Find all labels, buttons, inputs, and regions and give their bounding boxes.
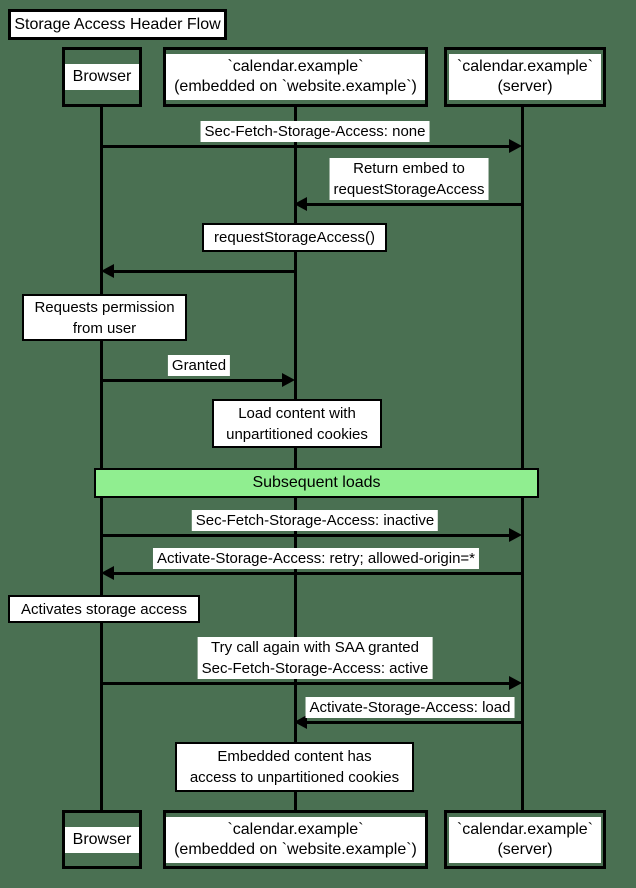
message-arrow-3 xyxy=(112,270,295,273)
participant-label-line: (server) xyxy=(497,78,553,95)
arrowhead-right-icon xyxy=(509,528,522,542)
message-label-line: Sec-Fetch-Storage-Access: active xyxy=(201,660,429,677)
note-line: requestStorageAccess() xyxy=(214,229,375,246)
participant-label-server: `calendar.example` (server) xyxy=(448,816,602,863)
message-arrow-8 xyxy=(307,721,522,724)
note-line: unpartitioned cookies xyxy=(226,425,368,443)
note-requests-permission: Requests permission from user xyxy=(22,294,187,341)
message-label-6: Activate-Storage-Access: retry; allowed-… xyxy=(152,548,480,569)
note-embedded-content: Embedded content has access to unpartiti… xyxy=(175,742,414,792)
participant-label-line: `calendar.example` xyxy=(227,58,364,75)
arrowhead-right-icon xyxy=(509,676,522,690)
note-activates-storage-access: Activates storage access xyxy=(8,595,200,623)
message-label-line: Granted xyxy=(171,357,227,374)
arrowhead-left-icon xyxy=(294,715,307,729)
participant-label-line: (embedded on `website.example`) xyxy=(174,840,417,858)
participant-box-embed-top: `calendar.example` (embedded on `website… xyxy=(163,47,428,107)
note-load-content: Load content with unpartitioned cookies xyxy=(212,399,382,448)
message-label-4: Granted xyxy=(167,355,231,376)
lifeline-browser xyxy=(100,107,103,810)
arrowhead-right-icon xyxy=(282,373,295,387)
message-label-line: Sec-Fetch-Storage-Access: none xyxy=(204,123,426,140)
diagram-title-text: Storage Access Header Flow xyxy=(14,15,221,33)
participant-label-embed: `calendar.example` (embedded on `website… xyxy=(166,54,425,100)
arrowhead-left-icon xyxy=(101,264,114,278)
participant-label-line: `calendar.example` xyxy=(456,820,594,838)
participant-label-browser: Browser xyxy=(64,826,140,853)
message-label-7: Try call again with SAA granted Sec-Fetc… xyxy=(197,637,433,679)
message-arrow-4 xyxy=(102,379,284,382)
participant-label-server: `calendar.example` (server) xyxy=(448,54,602,100)
message-label-line: Return embed to xyxy=(353,160,465,177)
note-line: Embedded content has xyxy=(217,748,372,765)
note-line: Load content with xyxy=(238,404,356,422)
message-label-line: Sec-Fetch-Storage-Access: inactive xyxy=(195,512,435,529)
message-arrow-7 xyxy=(102,682,510,685)
note-request-storage-access: requestStorageAccess() xyxy=(202,223,387,252)
participant-label-line: (embedded on `website.example`) xyxy=(174,78,417,95)
message-arrow-5 xyxy=(102,534,510,537)
band-label: Subsequent loads xyxy=(252,474,381,491)
message-label-line: requestStorageAccess xyxy=(333,181,485,198)
arrowhead-left-icon xyxy=(101,566,114,580)
note-line: from user xyxy=(72,319,137,337)
subsequent-loads-band: Subsequent loads xyxy=(94,468,539,498)
participant-box-browser-bottom: Browser xyxy=(62,810,142,869)
lifeline-embed xyxy=(294,107,297,810)
message-arrow-1 xyxy=(102,145,510,148)
participant-label-line: `calendar.example` xyxy=(456,58,594,75)
message-label-line: Try call again with SAA granted xyxy=(211,639,419,656)
note-line: access to unpartitioned cookies xyxy=(189,769,400,786)
message-label-5: Sec-Fetch-Storage-Access: inactive xyxy=(191,510,439,531)
message-label-line: Activate-Storage-Access: load xyxy=(309,699,511,716)
message-label-line: Activate-Storage-Access: retry; allowed-… xyxy=(156,550,476,567)
participant-box-browser-top: Browser xyxy=(62,47,142,107)
diagram-title: Storage Access Header Flow xyxy=(8,9,227,40)
participant-label-line: Browser xyxy=(72,830,132,848)
lifeline-server xyxy=(521,107,524,810)
arrowhead-right-icon xyxy=(509,139,522,153)
message-arrow-2 xyxy=(307,203,522,206)
participant-label-line: Browser xyxy=(72,68,132,85)
participant-box-server-bottom: `calendar.example` (server) xyxy=(444,810,606,869)
participant-box-embed-bottom: `calendar.example` (embedded on `website… xyxy=(163,810,428,869)
participant-label-embed: `calendar.example` (embedded on `website… xyxy=(166,816,425,863)
participant-label-line: (server) xyxy=(497,840,553,858)
message-label-8: Activate-Storage-Access: load xyxy=(305,697,515,718)
participant-box-server-top: `calendar.example` (server) xyxy=(444,47,606,107)
message-label-2: Return embed to requestStorageAccess xyxy=(329,158,489,200)
participant-label-line: `calendar.example` xyxy=(227,820,364,838)
message-arrow-6 xyxy=(112,572,522,575)
participant-label-browser: Browser xyxy=(64,64,140,90)
message-label-1: Sec-Fetch-Storage-Access: none xyxy=(200,121,430,142)
arrowhead-left-icon xyxy=(294,197,307,211)
note-line: Activates storage access xyxy=(21,600,187,618)
note-line: Requests permission xyxy=(34,298,175,316)
